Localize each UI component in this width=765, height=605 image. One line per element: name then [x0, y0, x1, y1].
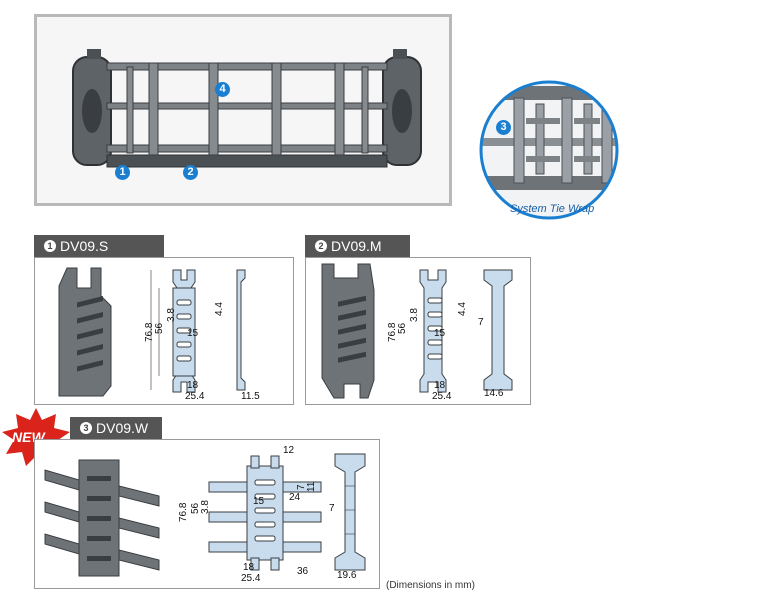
panel-3-tab: 3 DV09.W	[70, 417, 162, 439]
dim-s-side-w: 11.5	[241, 391, 260, 402]
dim-w-slot-w: 18	[243, 562, 255, 573]
dim-m-slot-w: 18	[434, 380, 446, 391]
part-s-side-drawing	[236, 269, 246, 391]
zoom-callout-3: 3	[496, 120, 511, 135]
callout-1: 1	[115, 165, 130, 180]
dim-w-outer-w: 25.4	[241, 573, 261, 584]
dim-w-top: 12	[283, 445, 295, 456]
part-s-front-drawing	[150, 269, 196, 393]
panel-3: 12 76.8 56 3.8 15 24 7 11 18 25.4 36 7 1…	[34, 439, 380, 589]
dim-m-side-w: 14.6	[484, 388, 504, 399]
dim-w-d-11: 11	[306, 481, 317, 492]
panel-2-tab: 2 DV09.M	[305, 235, 410, 257]
dim-w-d-right: 24	[289, 492, 301, 503]
part-m-illustration	[321, 263, 375, 399]
dim-w-side-w: 19.6	[337, 570, 357, 581]
zoom-caption: System Tie Wrap	[510, 203, 595, 215]
part-w-front-drawing	[208, 455, 322, 571]
panel-1: 76.8 56 3.8 4.4 15 18 25.4 11.5	[34, 257, 294, 405]
dim-m-h-inner: 56	[397, 322, 408, 334]
dim-m-d2: 4.4	[457, 302, 468, 316]
dim-m-outer-w: 25.4	[432, 391, 452, 402]
dim-m-side-inner: 7	[478, 317, 484, 328]
zoom-illustration	[479, 80, 619, 220]
dim-w-wing: 36	[297, 566, 309, 577]
dim-s-d1: 3.8	[166, 308, 177, 322]
part-w-illustration	[44, 459, 160, 577]
dim-w-h-total: 76.8	[178, 502, 189, 522]
dim-m-inner-w: 15	[434, 328, 446, 339]
panel-2: 76.8 56 3.8 4.4 15 18 25.4 7 14.6	[305, 257, 531, 405]
panel-3-title: DV09.W	[96, 420, 149, 436]
part-s-illustration	[58, 267, 112, 397]
dim-m-d1: 3.8	[409, 308, 420, 322]
dim-s-inner-w: 15	[187, 328, 199, 339]
dim-s-slot-w: 18	[187, 380, 199, 391]
dimensions-note: (Dimensions in mm)	[386, 580, 475, 591]
part-m-side-drawing	[483, 269, 513, 391]
dim-w-d1: 3.8	[200, 500, 211, 514]
part-w-side-drawing	[334, 453, 366, 571]
dim-s-outer-w: 25.4	[185, 391, 205, 402]
overview-frame: 1 2 4	[34, 14, 452, 206]
panel-3-number: 3	[80, 422, 92, 434]
panel-1-number: 1	[44, 240, 56, 252]
dim-w-side-inner: 7	[329, 503, 335, 514]
panel-1-title: DV09.S	[60, 238, 109, 254]
callout-4: 4	[215, 82, 230, 97]
dim-s-h-inner: 56	[154, 322, 165, 334]
panel-2-number: 2	[315, 240, 327, 252]
dim-w-inner-w: 15	[253, 496, 265, 507]
zoom-detail: 3 System Tie Wrap	[474, 78, 624, 228]
callout-2: 2	[183, 165, 198, 180]
dim-s-d2: 4.4	[214, 302, 225, 316]
panel-2-title: DV09.M	[331, 238, 382, 254]
part-m-front-drawing	[419, 269, 447, 393]
cable-carrier-illustration	[72, 49, 422, 168]
panel-1-tab: 1 DV09.S	[34, 235, 164, 257]
